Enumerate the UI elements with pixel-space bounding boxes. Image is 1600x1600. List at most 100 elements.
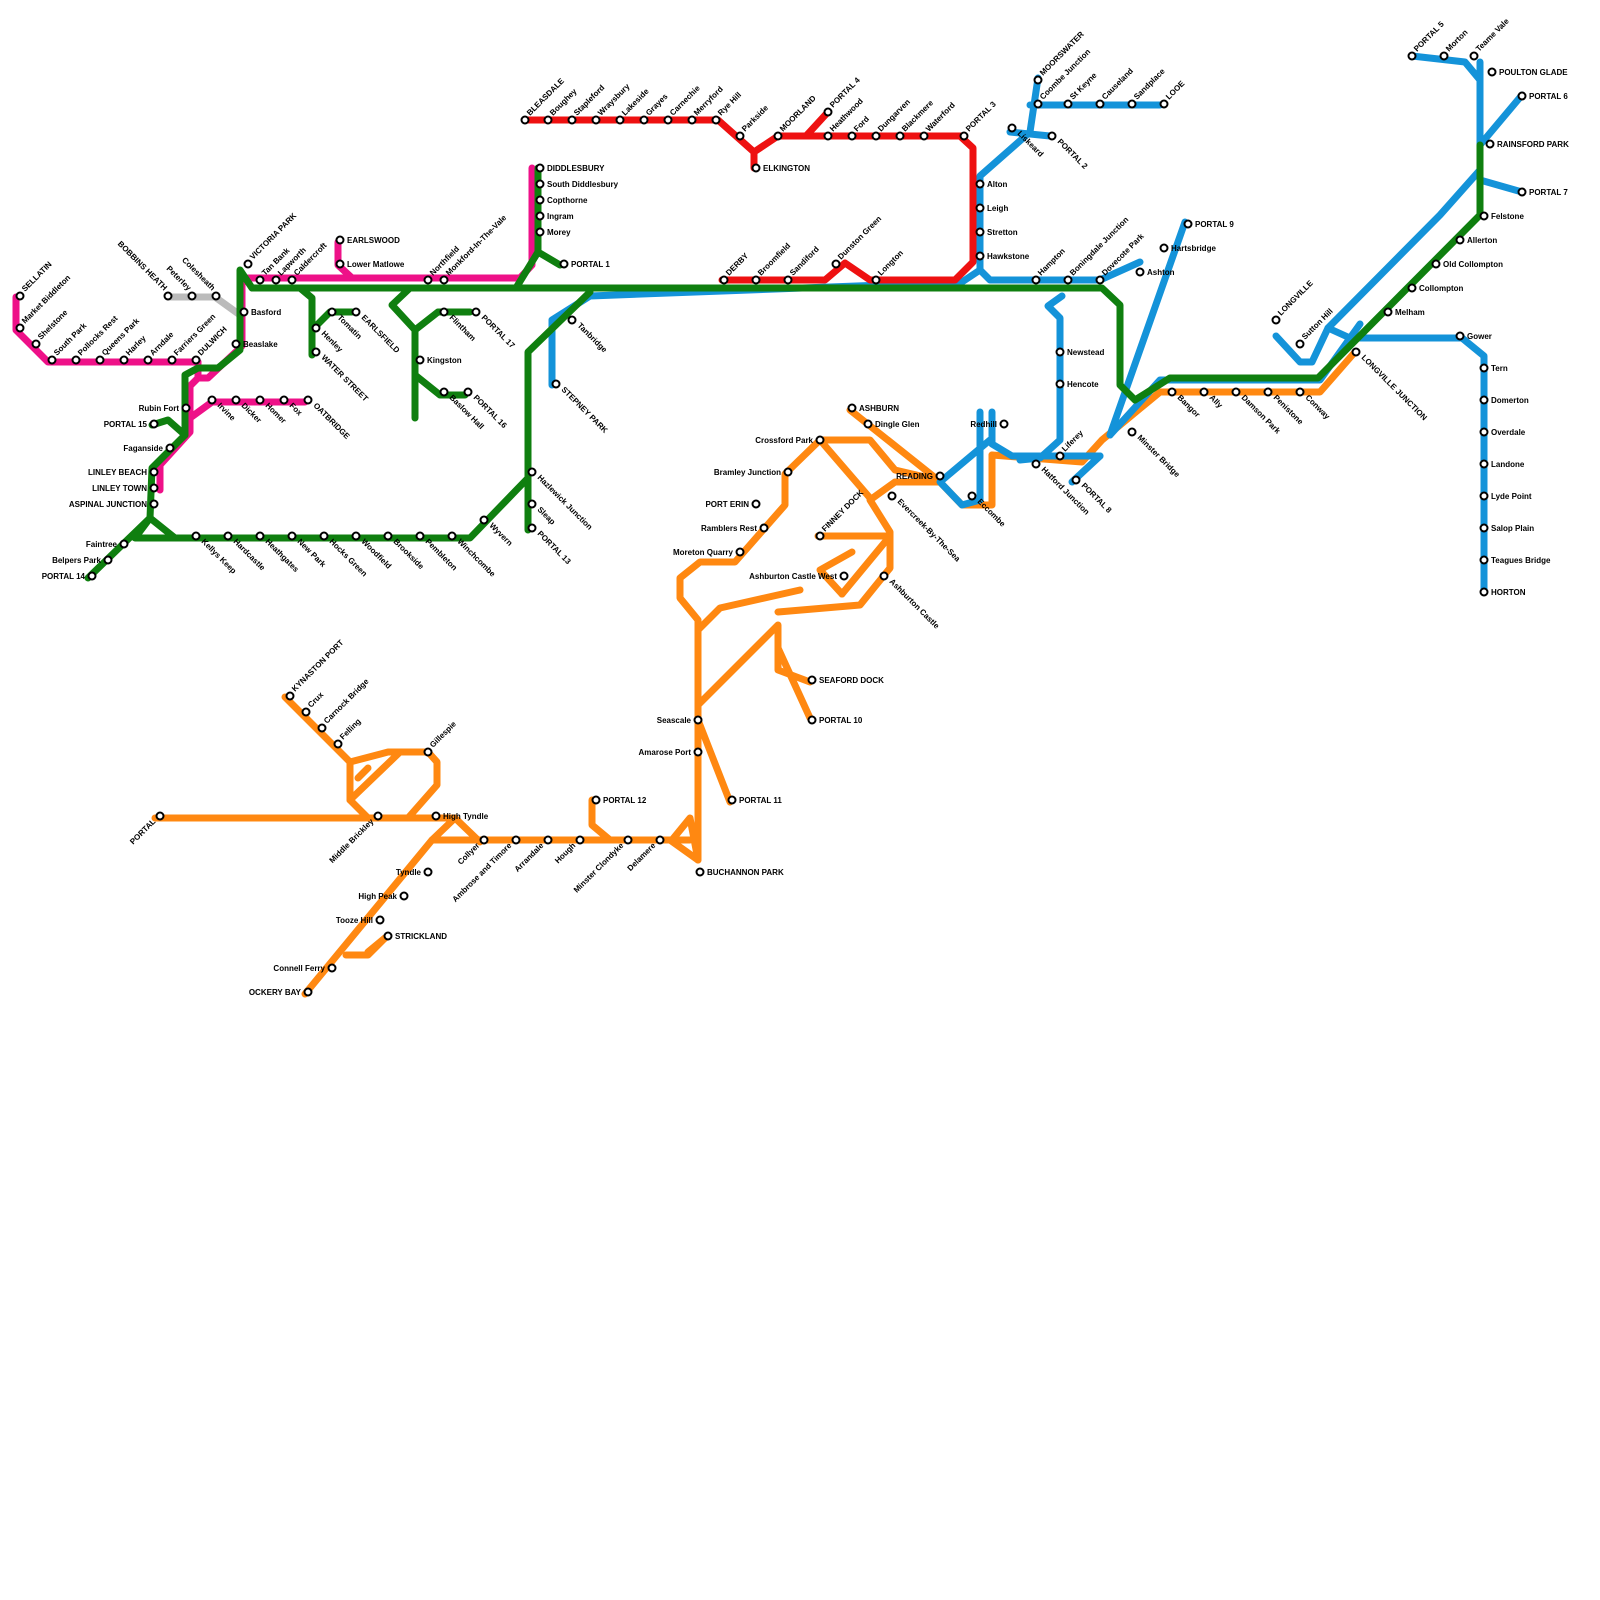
station-portal-17[interactable] [473, 309, 480, 316]
station-hartsbridge[interactable] [1161, 245, 1168, 252]
station-lower-matlowe[interactable] [337, 261, 344, 268]
station-wyvern[interactable] [481, 517, 488, 524]
station-minster-clondyke[interactable] [625, 837, 632, 844]
station-tooze-hill[interactable] [377, 917, 384, 924]
station-salop-plain[interactable] [1481, 525, 1488, 532]
station-peterley[interactable] [189, 293, 196, 300]
station-portal-4[interactable] [825, 109, 832, 116]
station-hawkstone[interactable] [977, 253, 984, 260]
station-sandiford[interactable] [785, 277, 792, 284]
station-ashton[interactable] [1137, 269, 1144, 276]
station-new-park[interactable] [289, 533, 296, 540]
station-teagues-bridge[interactable] [1481, 557, 1488, 564]
station-portal-11[interactable] [729, 797, 736, 804]
station-felstone[interactable] [1481, 213, 1488, 220]
station-kynaston-port[interactable] [287, 693, 294, 700]
station-longville-junction[interactable] [1353, 349, 1360, 356]
station-ramblers-rest[interactable] [761, 525, 768, 532]
station-horton[interactable] [1481, 589, 1488, 596]
station-queens-park[interactable] [97, 357, 104, 364]
station-henley[interactable] [313, 325, 320, 332]
station-grayes[interactable] [641, 117, 648, 124]
station-causeland[interactable] [1097, 101, 1104, 108]
station-faganside[interactable] [167, 445, 174, 452]
station-hencote[interactable] [1057, 381, 1064, 388]
station-linley-beach[interactable] [151, 469, 158, 476]
station-boningdale-junction[interactable] [1065, 277, 1072, 284]
station-earlsfield[interactable] [353, 309, 360, 316]
station-parkside[interactable] [737, 133, 744, 140]
station-old-collompton[interactable] [1433, 261, 1440, 268]
station-diddlesbury[interactable] [537, 165, 544, 172]
station-ashburton-castle-west[interactable] [841, 573, 848, 580]
station-penistone[interactable] [1265, 389, 1272, 396]
station-bangor[interactable] [1169, 389, 1176, 396]
station-allerton[interactable] [1457, 237, 1464, 244]
station-hatford-junction[interactable] [1033, 461, 1040, 468]
station-lakeside[interactable] [617, 117, 624, 124]
station-shelstone[interactable] [33, 341, 40, 348]
station-coombe-junction[interactable] [1035, 101, 1042, 108]
station-collyer[interactable] [481, 837, 488, 844]
station-derby[interactable] [721, 277, 728, 284]
station-dulwich[interactable] [193, 357, 200, 364]
station-hazlewick-junction[interactable] [529, 469, 536, 476]
station-seaford-dock[interactable] [809, 677, 816, 684]
station-irvine[interactable] [209, 397, 216, 404]
station-high-tyndle[interactable] [433, 813, 440, 820]
station-ford[interactable] [849, 133, 856, 140]
station-caldercroft[interactable] [289, 277, 296, 284]
station-redhill[interactable] [1001, 421, 1008, 428]
station-tan-bank[interactable] [257, 277, 264, 284]
station-linley-town[interactable] [151, 485, 158, 492]
station-connell-ferry[interactable] [329, 965, 336, 972]
station-beaslake[interactable] [233, 341, 240, 348]
station-victoria-park[interactable] [245, 261, 252, 268]
station-stepney-park[interactable] [553, 381, 560, 388]
station-leigh[interactable] [977, 205, 984, 212]
station-homer[interactable] [257, 397, 264, 404]
station-carnechie[interactable] [665, 117, 672, 124]
station-ambrose-and-timore[interactable] [513, 837, 520, 844]
station-water-street[interactable] [313, 349, 320, 356]
station-waterford[interactable] [921, 133, 928, 140]
station-portal-5[interactable] [1409, 53, 1416, 60]
station-bramley-junction[interactable] [785, 469, 792, 476]
station-pembleton[interactable] [417, 533, 424, 540]
station-port-erin[interactable] [753, 501, 760, 508]
station-belpers-park[interactable] [105, 557, 112, 564]
station-reading[interactable] [937, 473, 944, 480]
station-bobbins-heath[interactable] [165, 293, 172, 300]
station-liskeard[interactable] [1009, 125, 1016, 132]
station-st-keyne[interactable] [1065, 101, 1072, 108]
station-landone[interactable] [1481, 461, 1488, 468]
station-domerton[interactable] [1481, 397, 1488, 404]
station-portal-12[interactable] [593, 797, 600, 804]
station-morey[interactable] [537, 229, 544, 236]
station-flintham[interactable] [441, 309, 448, 316]
station-moreton-quarry[interactable] [737, 549, 744, 556]
station-alton[interactable] [977, 181, 984, 188]
station-ingram[interactable] [537, 213, 544, 220]
station-portal-3[interactable] [961, 133, 968, 140]
station-evercreek-by-the-sea[interactable] [889, 493, 896, 500]
station-dingle-glen[interactable] [865, 421, 872, 428]
station-dunston-green[interactable] [833, 261, 840, 268]
station-melham[interactable] [1385, 309, 1392, 316]
station-portal-2[interactable] [1049, 133, 1056, 140]
station-liferey[interactable] [1057, 453, 1064, 460]
station-tomatin[interactable] [329, 309, 336, 316]
station-south-diddlesbury[interactable] [537, 181, 544, 188]
station-portal-1[interactable] [561, 261, 568, 268]
station-sellatin[interactable] [17, 293, 24, 300]
station-rainsford-park[interactable] [1487, 141, 1494, 148]
station-portal[interactable] [157, 813, 164, 820]
station-farriers-green[interactable] [169, 357, 176, 364]
station-monkford-in-the-vale[interactable] [441, 277, 448, 284]
station-merryford[interactable] [689, 117, 696, 124]
station-longton[interactable] [873, 277, 880, 284]
station-felling[interactable] [335, 741, 342, 748]
station-stretton[interactable] [977, 229, 984, 236]
station-minster-bridge[interactable] [1129, 429, 1136, 436]
station-kingston[interactable] [417, 357, 424, 364]
